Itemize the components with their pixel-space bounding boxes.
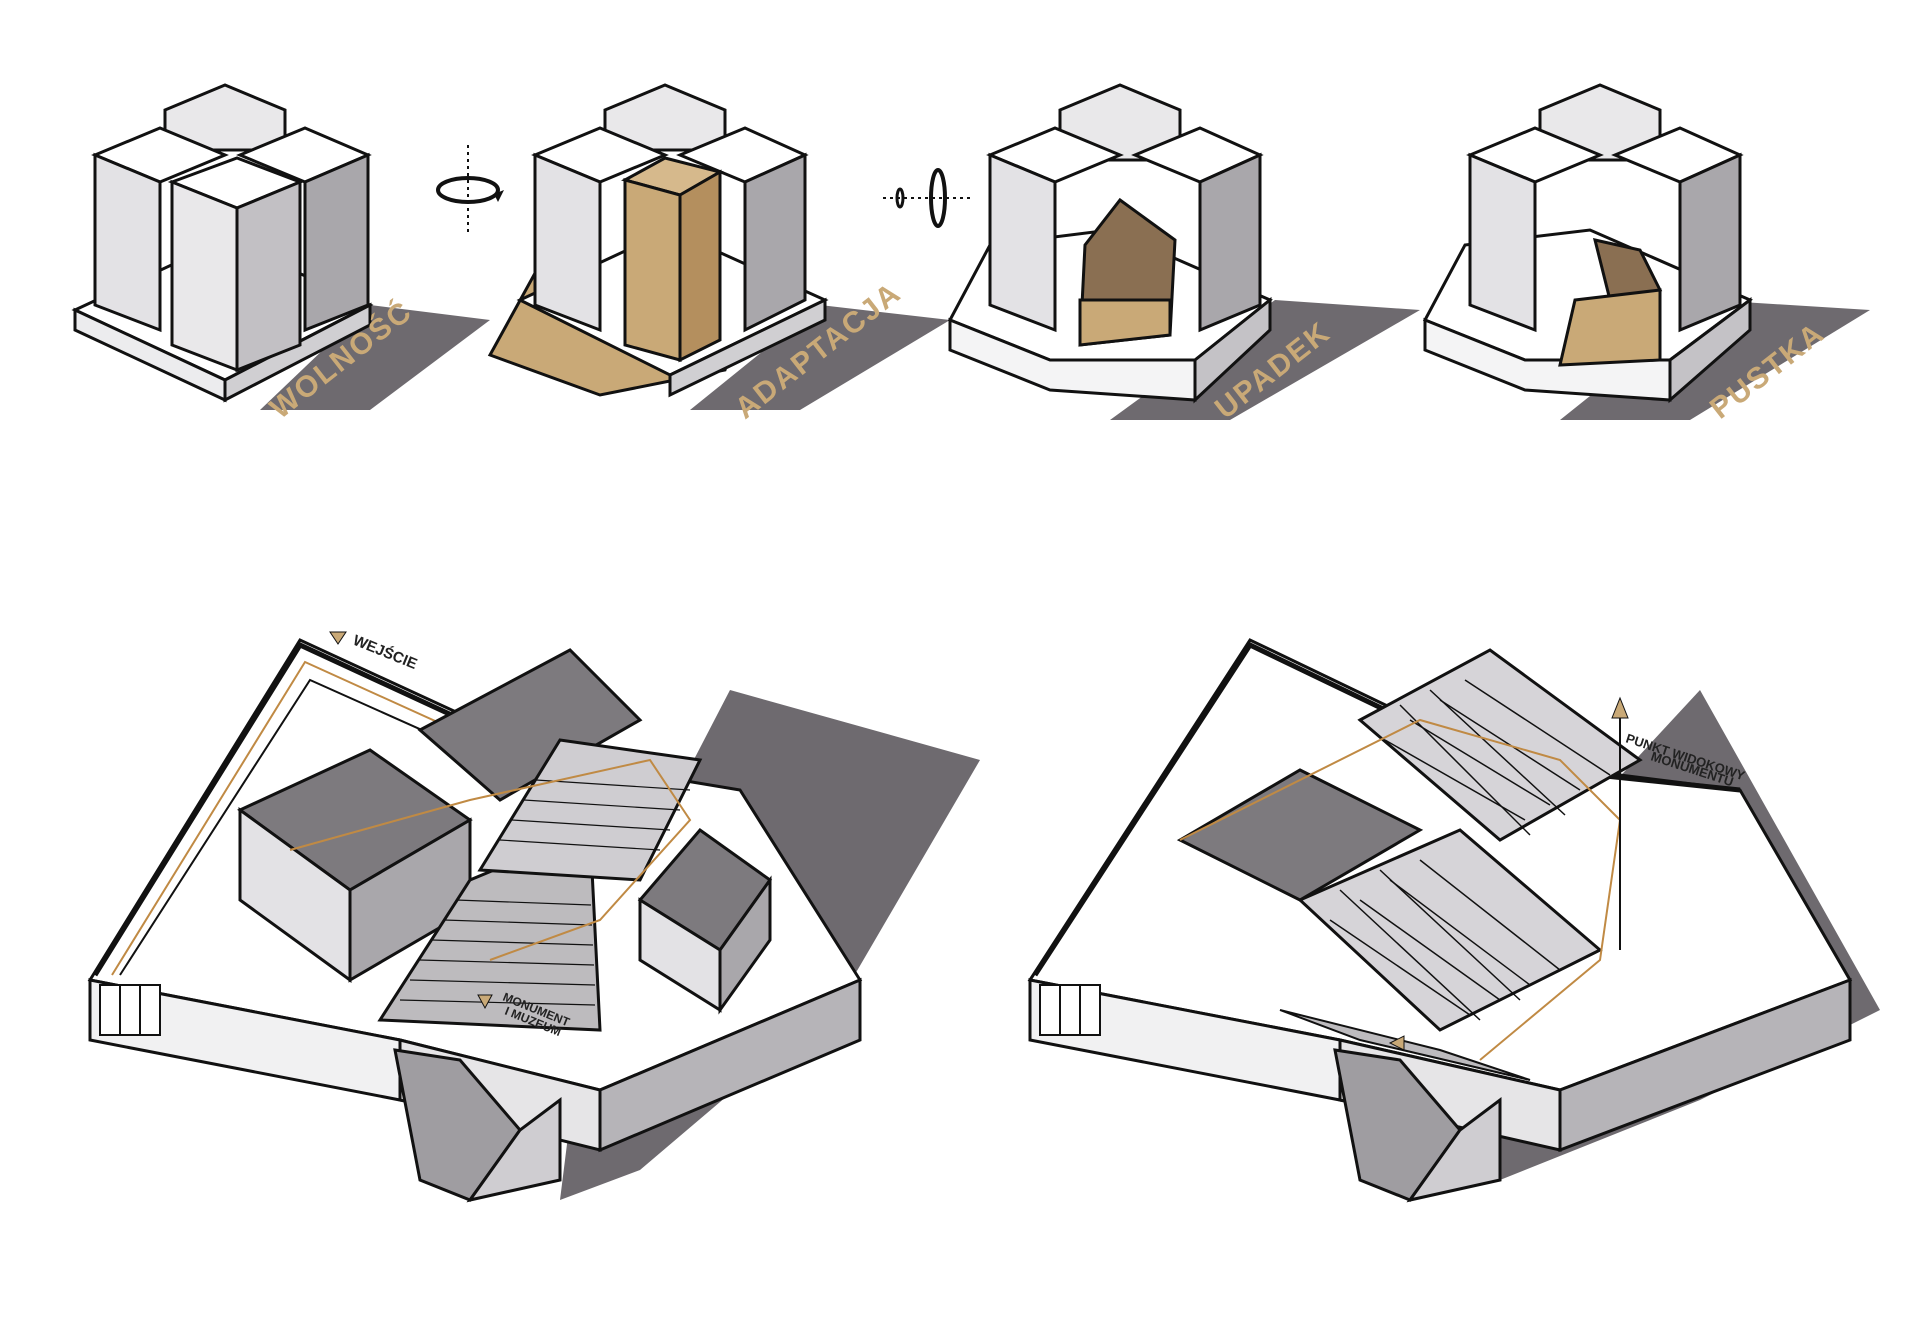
route-line-inner [289, 758, 692, 961]
tower-right-side [743, 152, 807, 333]
stair-treads [399, 779, 691, 1006]
base-right [1193, 296, 1272, 404]
accent-volume-side [678, 169, 722, 363]
viewpoint-arrow-icon [1611, 696, 1629, 719]
axonometric-ground-level: WEJŚCIE MONUMENT I MUZEUM [87, 631, 980, 1203]
plinth-side [1558, 977, 1852, 1153]
stage-adaptacja: ADAPTACJA [487, 83, 950, 426]
route-line [1179, 718, 1622, 1061]
tower-left-face [988, 152, 1057, 333]
glazing-left [99, 984, 161, 1036]
plinth-side [598, 977, 862, 1153]
void-volume-lower [1078, 298, 1172, 347]
room-top-floor [417, 648, 643, 802]
stage-upadek: UPADEK [947, 83, 1420, 426]
tower-front-side [235, 179, 302, 373]
stair-upper [477, 738, 703, 882]
tower-left-face [1468, 152, 1537, 333]
inner-floor-dark [1176, 768, 1424, 902]
accent-volume-face [623, 178, 682, 362]
grid-slab-lower [1297, 828, 1603, 1032]
grid-slab-upper [1357, 648, 1643, 842]
shadow [260, 305, 490, 410]
axonometric-upper-level: PUNKT WIDOKOWY MONUMENTU [1027, 638, 1880, 1203]
tower-right-side [1678, 152, 1742, 333]
tower-left-face [93, 152, 162, 333]
tower-front-face [170, 179, 239, 373]
base-right [1668, 297, 1752, 404]
stage-pustka: PUSTKA [1422, 83, 1870, 426]
monument-marker-icon [477, 994, 493, 1010]
base-right [223, 302, 372, 403]
front-wedge-face [466, 1097, 562, 1203]
rotate-horizontal-icon [436, 145, 504, 235]
void-floor [1558, 288, 1662, 367]
grid-cells [1329, 679, 1611, 1021]
bridge-marker-icon [1388, 1035, 1405, 1051]
tower-right-side [303, 152, 370, 333]
front-wedge-face [1406, 1097, 1502, 1203]
shadow [690, 305, 950, 410]
entrance-marker-icon [329, 631, 347, 645]
glazing-left [1039, 984, 1101, 1036]
tower-right-side [1198, 152, 1262, 333]
tower-left-face [533, 152, 602, 333]
base-right [668, 297, 827, 398]
stage-wolnosc: WOLNOŚĆ [71, 83, 490, 426]
room-right-side [718, 875, 772, 1015]
bridge-walkway [1279, 1009, 1531, 1081]
rotate-vertical-icon [883, 168, 973, 228]
